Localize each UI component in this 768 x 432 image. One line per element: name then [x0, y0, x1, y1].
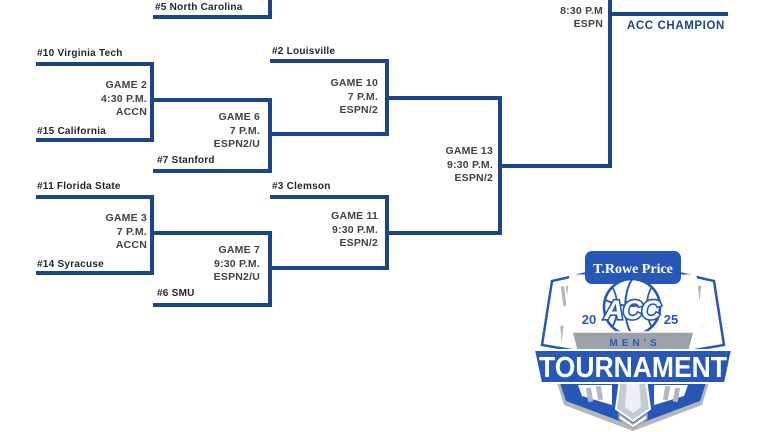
- year-right: 25: [664, 312, 678, 327]
- championship-info: CHAMPIONSHIP 8:30 P.M ESPN: [503, 0, 603, 32]
- line-championship-connector: [608, 0, 612, 168]
- game-11-info: GAME 11 9:30 P.M. ESPN/2: [278, 210, 378, 251]
- game-7-network: ESPN2/U: [213, 271, 260, 283]
- game-6-network: ESPN2/U: [213, 138, 260, 150]
- team-label-stanford: #7 Stanford: [157, 155, 215, 166]
- team-label-louisville: #2 Louisville: [272, 46, 336, 57]
- game-10-network: ESPN/2: [339, 104, 378, 116]
- game-3-network: ACCN: [115, 239, 147, 251]
- line-game2-winner: [150, 98, 272, 102]
- team-label-syracuse: #14 Syracuse: [37, 259, 104, 270]
- line-acc-champion: [608, 12, 728, 16]
- sponsor-tab: [585, 251, 681, 284]
- event-text: TOURNAMENT: [539, 352, 727, 384]
- game-13-time: 9:30 P.M.: [447, 158, 493, 171]
- game-10-time: 7 P.M.: [347, 90, 378, 103]
- line-stanford: [153, 169, 272, 173]
- championship-time: 8:30 P.M: [560, 4, 603, 17]
- line-virginia-tech: [36, 62, 154, 66]
- game-11-time: 9:30 P.M.: [332, 223, 378, 236]
- acc-wordmark: ACC: [603, 295, 661, 325]
- game-13-name: GAME 13: [445, 145, 493, 157]
- team-label-clemson: #3 Clemson: [272, 181, 331, 192]
- game-3-name: GAME 3: [105, 212, 147, 224]
- line-game10-winner: [385, 96, 502, 100]
- game-13-info: GAME 13 9:30 P.M. ESPN/2: [393, 145, 493, 186]
- line-game2-connector: [150, 62, 154, 142]
- game-2-info: GAME 2 4:30 P.M. ACCN: [47, 79, 147, 120]
- team-label-california: #15 California: [37, 126, 107, 137]
- line-north-carolina: [153, 15, 272, 19]
- event-band: [532, 349, 734, 384]
- team-label-north-carolina: #5 North Carolina: [155, 2, 243, 13]
- game-7-name: GAME 7: [218, 244, 260, 256]
- line-game13-winner: [498, 164, 612, 168]
- acc-champion-label: ACC CHAMPION: [627, 20, 725, 32]
- division-text: MEN'S: [609, 338, 660, 349]
- championship-network: ESPN: [573, 18, 603, 30]
- line-game11-winner: [385, 231, 502, 235]
- game-2-time: 4:30 P.M.: [101, 92, 147, 105]
- year-left: 20: [582, 312, 596, 327]
- championship-name: CHAMPIONSHIP: [503, 0, 603, 5]
- line-north-carolina-up: [268, 0, 272, 19]
- trophy-base: [556, 377, 710, 431]
- tournament-logo: T.Rowe Price ACC 20 25: [532, 251, 734, 431]
- game-10-info: GAME 10 7 P.M. ESPN/2: [278, 77, 378, 118]
- game-7-time: 9:30 P.M.: [214, 257, 260, 270]
- team-label-virginia-tech: #10 Virginia Tech: [37, 48, 123, 59]
- line-game7-winner: [268, 266, 389, 270]
- line-game6-winner: [268, 132, 389, 136]
- line-louisville: [270, 59, 389, 63]
- line-smu: [153, 303, 272, 307]
- game-2-name: GAME 2: [105, 79, 147, 91]
- game-11-network: ESPN/2: [339, 237, 378, 249]
- line-game3-connector: [150, 195, 154, 275]
- game-3-info: GAME 3 7 P.M. ACCN: [47, 212, 147, 253]
- game-7-info: GAME 7 9:30 P.M. ESPN2/U: [160, 244, 260, 285]
- game-3-time: 7 P.M.: [116, 225, 147, 238]
- line-florida-state: [36, 195, 154, 199]
- sponsor-text: T.Rowe Price: [593, 262, 673, 277]
- game-6-name: GAME 6: [218, 111, 260, 123]
- basketball-icon: [602, 277, 662, 337]
- game-11-name: GAME 11: [331, 210, 378, 222]
- line-clemson: [270, 195, 389, 199]
- game-10-name: GAME 10: [330, 77, 378, 89]
- line-california: [36, 138, 154, 142]
- line-syracuse: [36, 271, 154, 275]
- team-label-florida-state: #11 Florida State: [37, 181, 121, 192]
- game-6-time: 7 P.M.: [229, 124, 260, 137]
- team-label-smu: #6 SMU: [157, 288, 195, 299]
- line-game3-winner: [150, 231, 272, 235]
- game-6-info: GAME 6 7 P.M. ESPN2/U: [160, 111, 260, 152]
- game-2-network: ACCN: [115, 106, 147, 118]
- game-13-network: ESPN/2: [454, 172, 493, 184]
